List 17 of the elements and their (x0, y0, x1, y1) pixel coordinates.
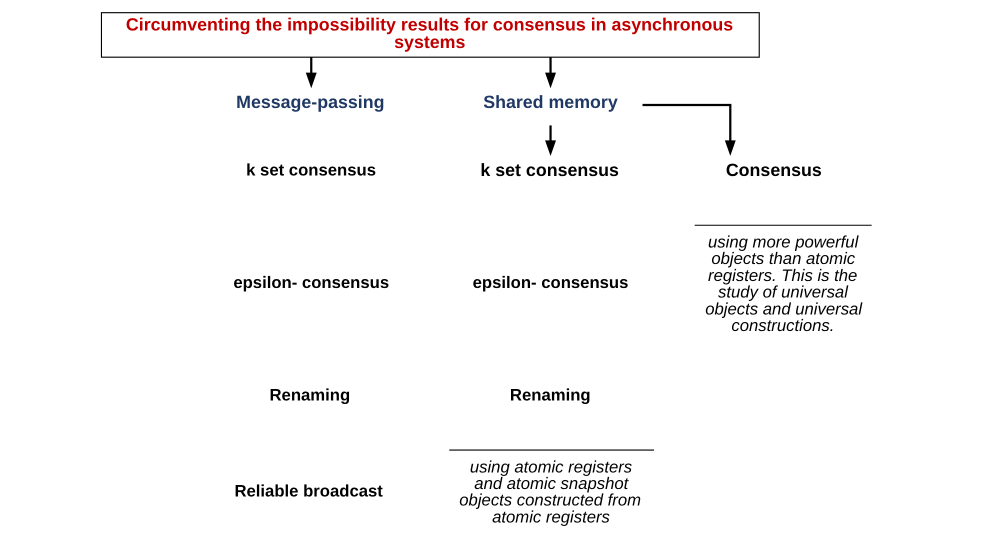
node-box: Circumventing the impossibility results for consensus in asynchronous systems (100, 12, 760, 58)
arrow (642, 104, 736, 156)
label: Renaming (510, 386, 591, 405)
label: Renaming (270, 386, 350, 405)
node-text: Consensus (726, 160, 822, 180)
arrow (545, 58, 556, 88)
label: using more powerful objects than atomic registers. This is the study of universal objects and universal constructions. (705, 232, 862, 335)
node-text: k set consensus (480, 160, 619, 180)
label: epsilon- consensus (233, 273, 390, 292)
arrow (306, 58, 317, 88)
label: using atomic registers and atomic snapshot objects constructed from atomic registers (459, 457, 642, 526)
label: epsilon- consensus (472, 273, 628, 292)
label: k set consensus (246, 160, 376, 180)
label: Reliable broadcast (234, 481, 383, 500)
node-text: Message-passing (236, 92, 384, 112)
arrow (545, 125, 556, 156)
node-text: Shared memory (483, 92, 618, 112)
